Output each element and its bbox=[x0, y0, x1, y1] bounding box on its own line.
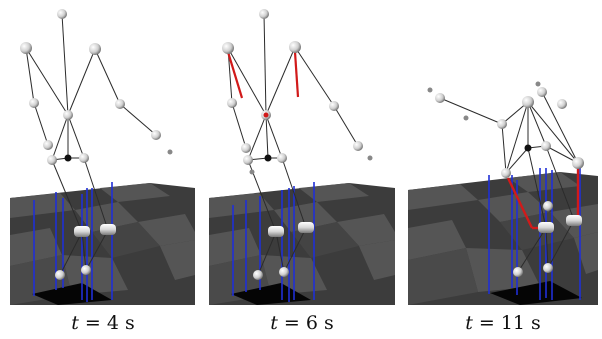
panel-2-caption: t = 6 s bbox=[202, 312, 402, 334]
panel-1-caption: t = 4 s bbox=[3, 312, 203, 334]
panel-2-joints bbox=[222, 9, 373, 280]
panel-2-caption-var: t bbox=[270, 312, 278, 334]
panel-3-ropes bbox=[488, 168, 581, 300]
panel-3-base-plate bbox=[490, 281, 582, 305]
panel-3-caption-var: t bbox=[465, 312, 473, 334]
panel-3-floor bbox=[408, 172, 598, 305]
panel-2-scene bbox=[209, 9, 395, 305]
panel-3-scene bbox=[408, 81, 598, 305]
panel-3-caption: t = 11 s bbox=[403, 312, 602, 334]
panel-1-scene bbox=[10, 9, 195, 305]
panel-1-caption-var: t bbox=[71, 312, 79, 334]
panel-1-caption-value: = 4 s bbox=[84, 312, 135, 334]
panel-1-links bbox=[25, 13, 157, 276]
panel-1-floor bbox=[10, 183, 195, 305]
panel-2-floor bbox=[209, 183, 395, 305]
panel-3-joints bbox=[427, 81, 584, 277]
panel-3-caption-value: = 11 s bbox=[478, 312, 541, 334]
panel-1-ropes bbox=[33, 182, 113, 302]
panel-2-caption-value: = 6 s bbox=[283, 312, 334, 334]
panel-2-highlighted-cables bbox=[226, 51, 300, 99]
panel-2-links bbox=[227, 13, 359, 276]
panel-2-base-plate bbox=[231, 283, 311, 305]
panel-1-joints bbox=[20, 9, 173, 280]
panel-3-links bbox=[439, 91, 579, 273]
